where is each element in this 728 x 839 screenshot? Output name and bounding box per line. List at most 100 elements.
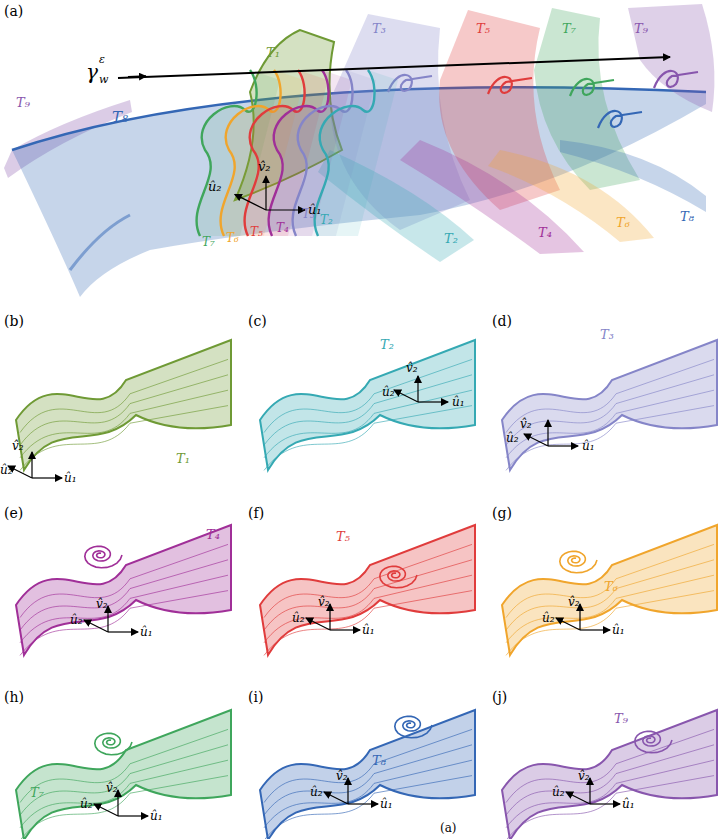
trajectory-arrow [118, 57, 670, 78]
surface-label: T₆ [226, 232, 239, 244]
axis-label: v̂₂ [578, 770, 590, 782]
surface-sheet [16, 340, 231, 470]
surface-label: T₇ [202, 236, 215, 248]
surface-edge [315, 70, 375, 236]
panel-letter: (b) [4, 314, 24, 328]
axis-label: û₂ [552, 786, 565, 798]
axis-arrow [265, 176, 266, 210]
surface-label: T₁ [266, 46, 280, 59]
streamline [506, 359, 714, 432]
surface-sheet [16, 525, 231, 655]
streamline [506, 776, 714, 839]
axis-label: v̂₂ [336, 770, 348, 782]
streamline [506, 406, 714, 471]
surface-label: T₃ [600, 328, 614, 341]
panel-letter: (f) [248, 506, 264, 520]
surface-label: T₉ [614, 712, 628, 725]
surface-label: T₂ [380, 338, 394, 351]
panel-letter: (i) [248, 690, 263, 704]
axis-label: v̂₂ [12, 440, 24, 452]
axis-arrow [330, 629, 360, 630]
surface-label: T₆ [604, 580, 618, 593]
panel-letter: (j) [492, 690, 507, 704]
spiral [85, 546, 122, 568]
spiral [395, 716, 432, 738]
surface-label: T₉ [634, 22, 648, 35]
surface-label: T₄ [206, 528, 220, 541]
streamline [20, 729, 228, 802]
axis-label: û₂ [382, 386, 395, 398]
surface-label: T₈ [680, 210, 694, 223]
streamline [20, 591, 228, 656]
surface-label: T₅ [250, 226, 263, 238]
surface-sheet [502, 710, 717, 839]
trajectory-label: γ [86, 62, 98, 82]
streamline [506, 729, 714, 802]
axis-label: û₁ [582, 440, 595, 452]
panel-letter: (d) [492, 314, 512, 328]
surface-label: T₇ [562, 22, 576, 35]
axis-label: û₂ [208, 180, 222, 193]
panel-letter: (c) [248, 314, 267, 328]
axis-label: û₁ [150, 810, 163, 822]
axis-label: û₂ [0, 464, 13, 476]
streamline [264, 406, 472, 471]
surface-loop [654, 71, 698, 88]
axis-label: û₁ [308, 203, 322, 216]
panel-letter: (a) [4, 4, 23, 18]
axis-arrow [118, 815, 148, 816]
axis-arrow [394, 390, 418, 402]
spiral [635, 731, 672, 753]
axis-label: û₁ [140, 626, 153, 638]
surface-label: T₈ [112, 110, 128, 125]
axis-arrow [524, 434, 548, 446]
streamline [264, 729, 472, 802]
surface-sheet [502, 525, 717, 655]
axis-label: v̂₂ [406, 362, 418, 374]
axis-label: û₂ [80, 798, 93, 810]
axis-label: v̂₂ [96, 598, 108, 610]
panel-letter: (e) [4, 506, 23, 520]
axis-arrow [418, 401, 448, 402]
axis-arrow [556, 618, 580, 630]
surface-sheet [260, 710, 475, 839]
surface-label: T₈ [372, 754, 386, 767]
surface-sheet [502, 340, 717, 470]
trajectory-arrow-head [128, 75, 146, 78]
axis-arrow [547, 420, 548, 446]
axis-label: û₂ [70, 614, 83, 626]
axis-arrow [306, 618, 330, 630]
axis-label: v̂₂ [258, 160, 271, 173]
surface-loop [598, 111, 642, 128]
axis-label: v̂₂ [318, 596, 330, 608]
surface-label: T₅ [476, 22, 490, 35]
surface-loop [570, 79, 614, 96]
axis-arrow [84, 620, 108, 632]
surface-label: T₆ [616, 216, 630, 229]
surface-loop [488, 77, 532, 94]
streamline [20, 406, 228, 471]
axis-arrow [324, 792, 348, 804]
streamline [20, 544, 228, 617]
axis-label: û₂ [506, 432, 519, 444]
axis-arrow [108, 631, 138, 632]
surface-label: T₂ [320, 214, 333, 226]
surface-sheet [315, 70, 398, 236]
axis-label: û₂ [310, 786, 323, 798]
streamline [264, 359, 472, 432]
axis-label: v̂₂ [106, 782, 118, 794]
surface-sheet [560, 140, 706, 212]
surface-sheet [260, 525, 475, 655]
axis-arrow [94, 804, 118, 816]
axis-label: ε [99, 54, 105, 65]
streamline [506, 591, 714, 656]
spiral [560, 551, 597, 573]
axis-arrow [348, 803, 378, 804]
surface-label: T₉ [16, 96, 30, 109]
surface-fold [70, 215, 130, 270]
surface-label: T₂ [444, 232, 458, 245]
panel-letter: (a) [440, 822, 457, 834]
axis-label: û₂ [292, 612, 305, 624]
axis-arrow [32, 477, 62, 478]
axis-label: û₁ [612, 624, 625, 636]
